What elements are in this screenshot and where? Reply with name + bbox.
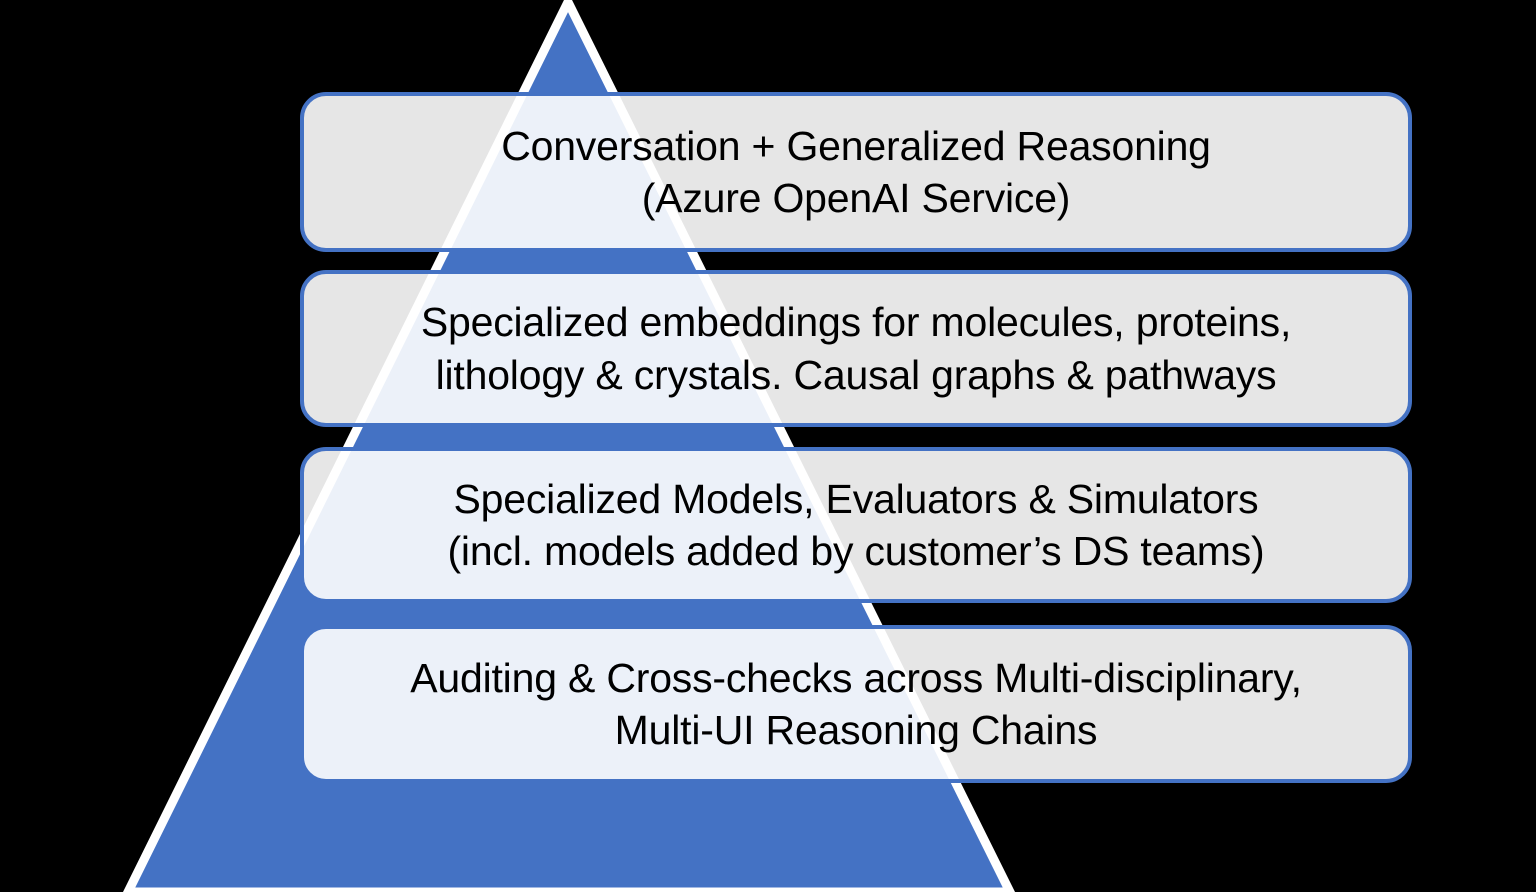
pyramid-layer-2[interactable]: Specialized embeddings for molecules, pr… — [300, 270, 1412, 427]
pyramid-layer-1-label: Conversation + Generalized Reasoning (Az… — [501, 122, 1211, 221]
pyramid-layer-3[interactable]: Specialized Models, Evaluators & Simulat… — [300, 447, 1412, 603]
pyramid-layer-2-label: Specialized embeddings for molecules, pr… — [420, 299, 1292, 398]
pyramid-layer-3-label: Specialized Models, Evaluators & Simulat… — [447, 475, 1265, 574]
pyramid-layer-stack: Conversation + Generalized Reasoning (Az… — [300, 92, 1412, 783]
pyramid-layer-1[interactable]: Conversation + Generalized Reasoning (Az… — [300, 92, 1412, 252]
pyramid-layer-4-label: Auditing & Cross-checks across Multi-dis… — [410, 654, 1302, 753]
pyramid-layer-4[interactable]: Auditing & Cross-checks across Multi-dis… — [300, 625, 1412, 783]
